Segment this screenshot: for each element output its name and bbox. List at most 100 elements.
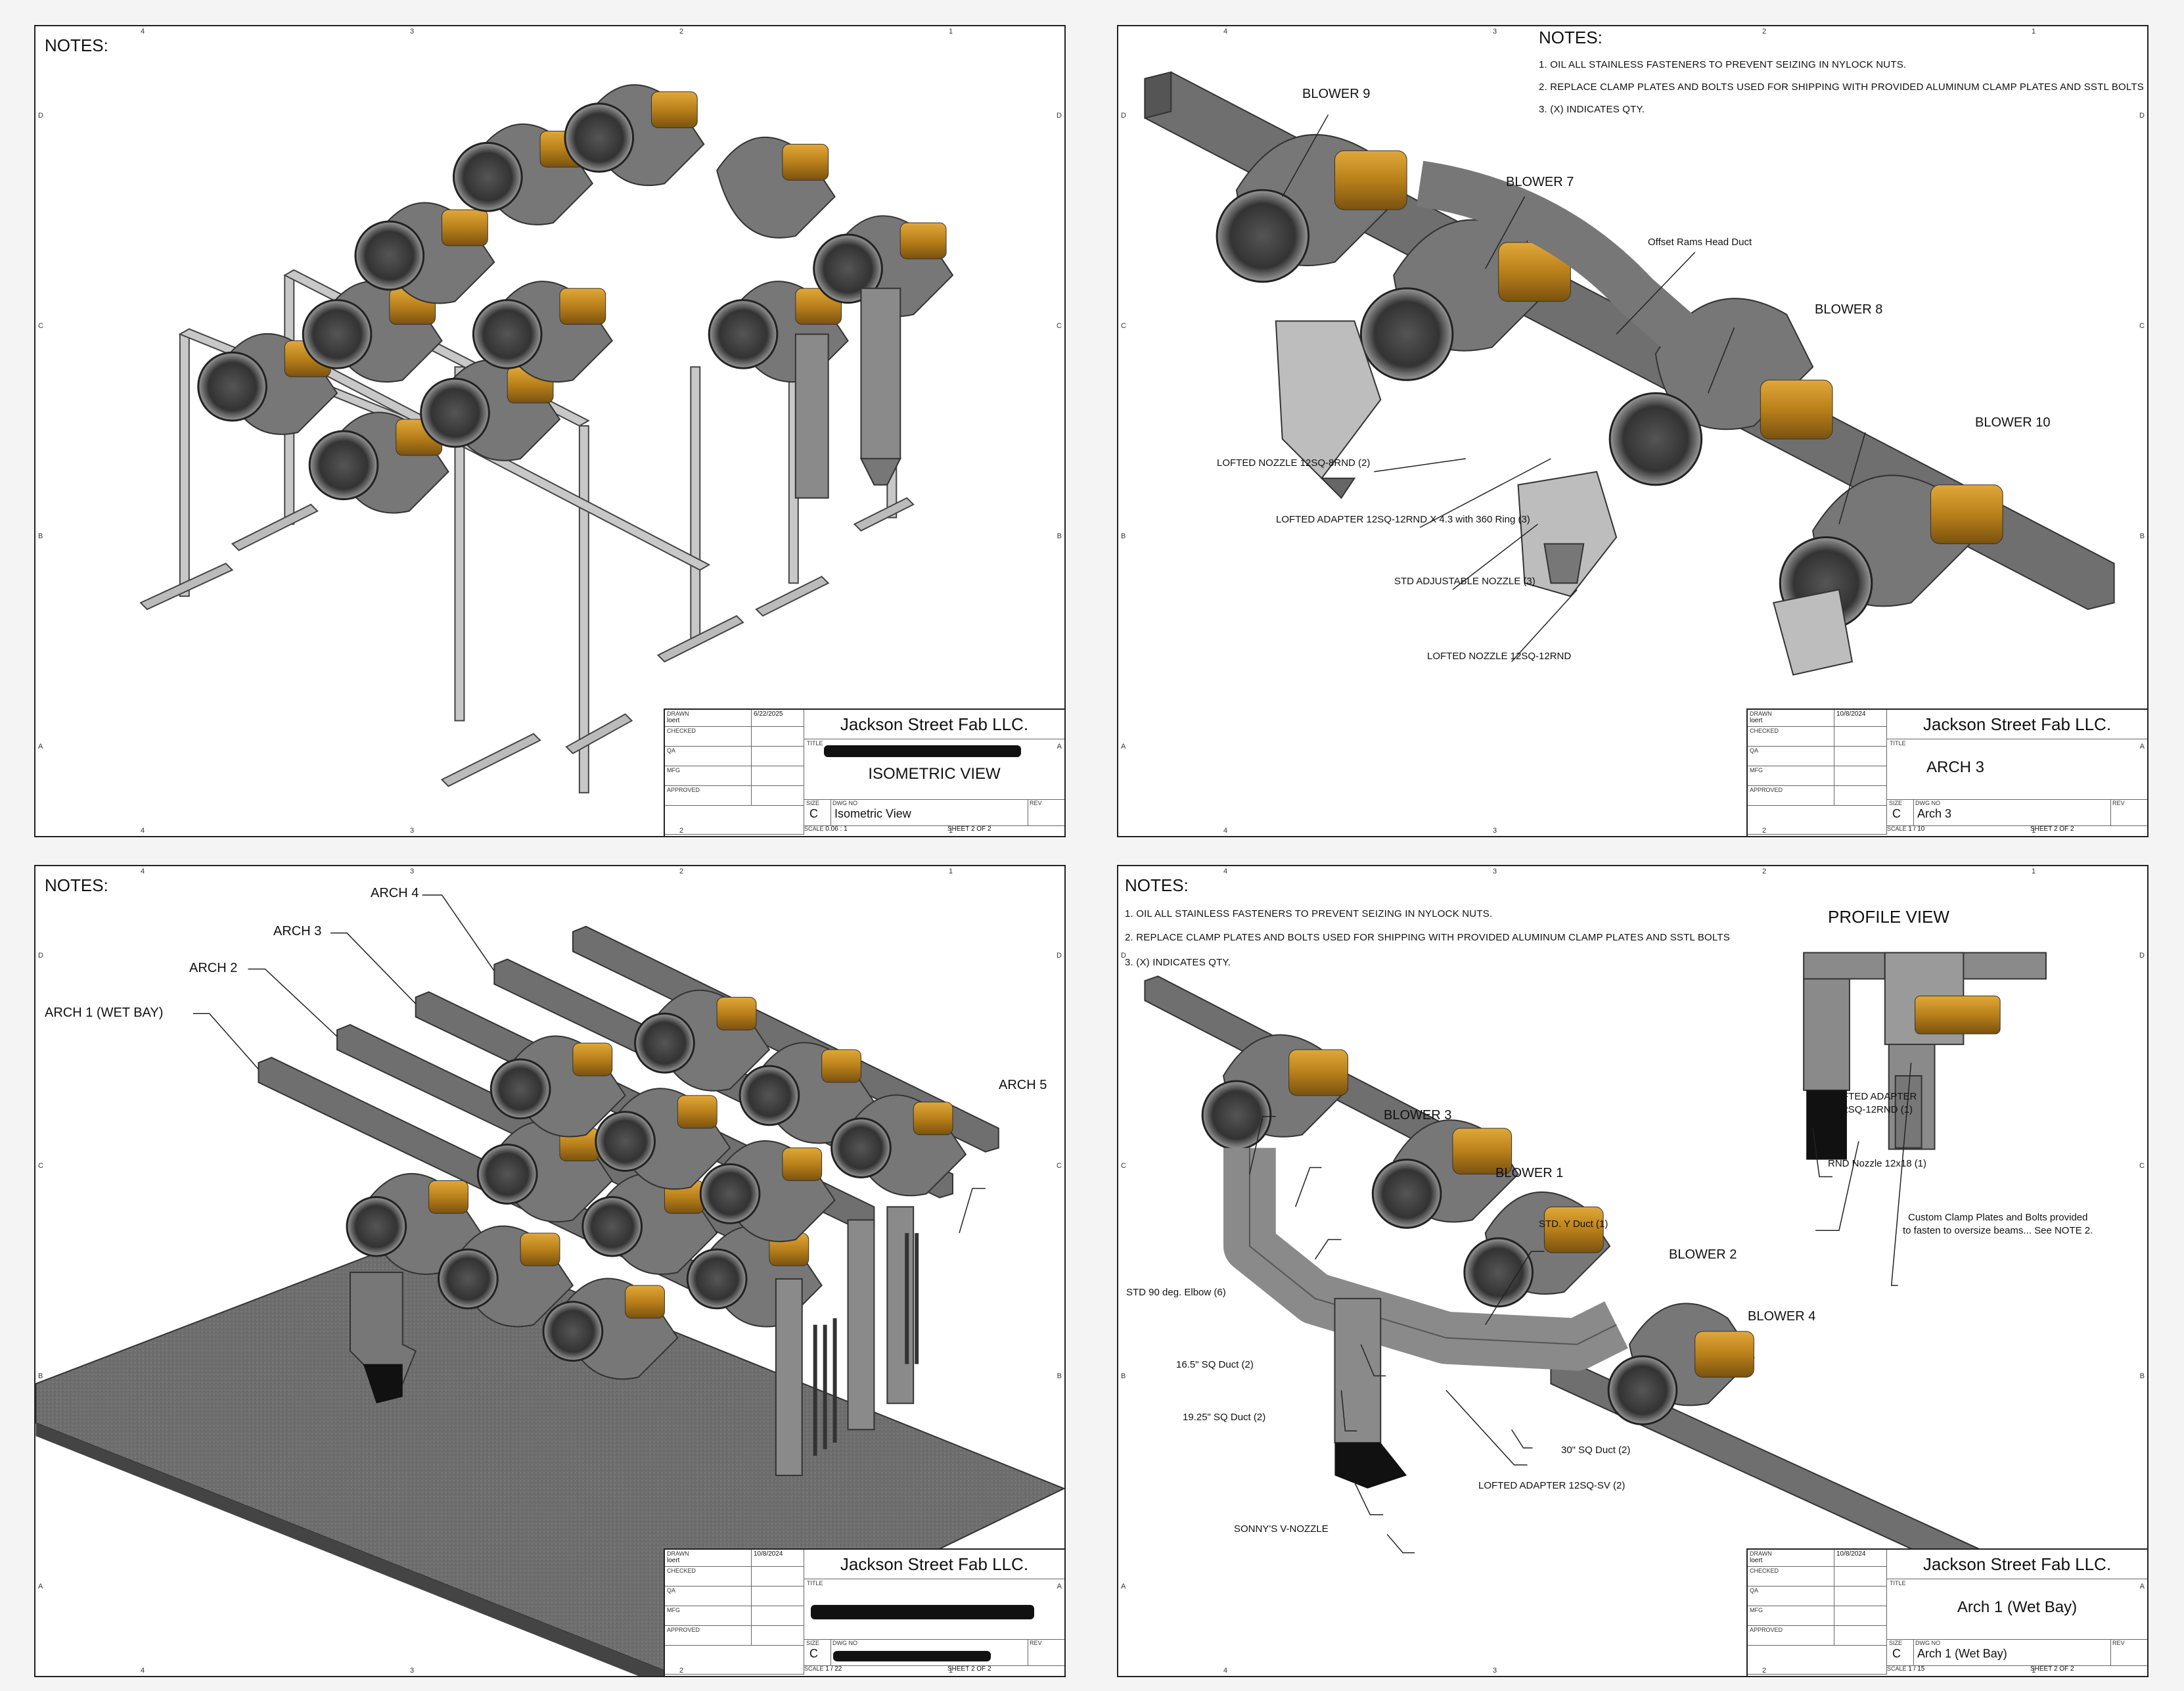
mfg-label: MFG [665, 766, 752, 786]
company-name: Jackson Street Fab LLC. [804, 710, 1064, 739]
zone-row-D: D [38, 112, 43, 120]
zone-row-A: A [1121, 1583, 1126, 1590]
sheet-size: C [809, 807, 818, 820]
zone-row-A: A [2139, 743, 2145, 751]
qa-label: QA [1748, 747, 1834, 766]
callout-lofted-adapter-sv: LOFTED ADAPTER 12SQ-SV (2) [1478, 1480, 1626, 1491]
zone-row-C: C [1121, 1162, 1126, 1170]
approved-label: APPROVED [665, 1626, 752, 1646]
callout-arch-2: ARCH 2 [189, 961, 238, 975]
company-name: Jackson Street Fab LLC. [1887, 710, 2147, 739]
drawing-title: ARCH 3 [1926, 758, 1985, 776]
zone-column-4: 4 [141, 868, 145, 875]
drawing-number: Arch 1 (Wet Bay) [1917, 1647, 2007, 1660]
profile-view [1803, 952, 2047, 1160]
zone-row-A: A [2139, 1583, 2145, 1590]
drawn-date: 10/8/2024 [752, 1550, 804, 1567]
callout-v-nozzle: SONNY'S V-NOZZLE [1234, 1523, 1329, 1535]
callout-lofted-adapter: LOFTED ADAPTER 12SQ-12RND X 4.3 with 360… [1276, 514, 1530, 525]
approved-label: APPROVED [1748, 786, 1834, 806]
zone-column-1: 1 [949, 827, 953, 835]
profile-view-title: PROFILE VIEW [1828, 907, 1949, 927]
callout-blower-2: BLOWER 2 [1669, 1247, 1737, 1262]
arch-3-assembly-drawing [1144, 71, 2115, 676]
drawing-sheet-arch-3: NOTES: 1. OIL ALL STAINLESS FASTENERS TO… [1117, 25, 2149, 837]
zone-row-C: C [2139, 1162, 2145, 1170]
drawing-number: Isometric View [834, 807, 911, 820]
zone-column-1: 1 [2032, 28, 2036, 35]
notes-title: NOTES: [1539, 28, 1603, 47]
zone-row-D: D [1121, 112, 1126, 120]
zone-row-D: D [2139, 952, 2145, 960]
callout-blower-9: BLOWER 9 [1302, 87, 1371, 101]
zone-column-4: 4 [141, 28, 145, 35]
callout-std-nozzle: STD ADJUSTABLE NOZZLE (3) [1394, 576, 1536, 587]
zone-column-2: 2 [679, 1667, 684, 1675]
zone-column-2: 2 [679, 868, 684, 875]
callout-blower-10: BLOWER 10 [1975, 415, 2051, 430]
callout-arch-5: ARCH 5 [999, 1078, 1047, 1092]
zone-column-2: 2 [1762, 1667, 1767, 1675]
drawing-scale: 1 / 15 [1908, 1665, 1925, 1673]
callout-blower-7: BLOWER 7 [1506, 175, 1574, 189]
zone-column-4: 4 [141, 1667, 145, 1675]
redacted-title [811, 1605, 1034, 1619]
drawing-scale: 1 / 10 [1908, 825, 1925, 833]
zone-row-D: D [1057, 952, 1062, 960]
checked-label: CHECKED [665, 1567, 752, 1587]
zone-column-3: 3 [410, 28, 415, 35]
redacted-title [824, 745, 1021, 757]
zone-column-2: 2 [1762, 827, 1767, 835]
zone-row-D: D [1057, 112, 1062, 120]
sheet-number: SHEET 2 OF 2 [947, 825, 991, 833]
zone-column-3: 3 [1493, 827, 1497, 835]
sheet-size: C [1892, 807, 1901, 820]
sheet-number: SHEET 2 OF 2 [2030, 1665, 2074, 1673]
zone-row-B: B [38, 1372, 43, 1380]
callout-sq-duct-19-25: 19.25" SQ Duct (2) [1183, 1412, 1266, 1423]
callout-sq-duct-16-5: 16.5" SQ Duct (2) [1176, 1359, 1254, 1370]
mfg-label: MFG [1748, 766, 1834, 786]
drawing-sheet-arch-1: NOTES: 1. OIL ALL STAINLESS FASTENERS TO… [1117, 865, 2149, 1677]
callout-lofted-nozzle-8rnd: LOFTED NOZZLE 12SQ-8RND (2) [1217, 457, 1371, 469]
checked-label: CHECKED [665, 727, 752, 747]
callout-blower-3: BLOWER 3 [1384, 1108, 1452, 1123]
zone-column-2: 2 [679, 28, 684, 35]
callout-arch-1: ARCH 1 (WET BAY) [45, 1006, 164, 1020]
drawn-date: 10/8/2024 [1834, 710, 1887, 727]
zone-column-2: 2 [679, 827, 684, 835]
drawing-title: Arch 1 (Wet Bay) [1957, 1598, 2078, 1616]
checked-label: CHECKED [1748, 1567, 1834, 1587]
drawing-scale: 0.06 : 1 [825, 825, 848, 833]
zone-row-A: A [38, 1583, 43, 1590]
zone-column-4: 4 [1223, 868, 1228, 875]
zone-column-1: 1 [2032, 868, 2036, 875]
zone-row-A: A [1057, 743, 1062, 751]
approved-label: APPROVED [665, 786, 752, 806]
zone-column-1: 1 [949, 868, 953, 875]
zone-column-3: 3 [1493, 28, 1497, 35]
overall-assembly-drawing [35, 894, 1064, 1676]
zone-row-D: D [1121, 952, 1126, 960]
zone-row-C: C [1121, 322, 1126, 330]
drawing-title: ISOMETRIC VIEW [868, 765, 1001, 783]
zone-column-4: 4 [1223, 1667, 1228, 1675]
notes-title: NOTES: [1125, 875, 1189, 895]
callout-lofted-nozzle-12rnd: LOFTED NOZZLE 12SQ-12RND [1427, 651, 1572, 662]
zone-row-B: B [2139, 1372, 2145, 1380]
zone-row-A: A [1121, 743, 1126, 751]
zone-row-B: B [2139, 532, 2145, 540]
note-1: 1. OIL ALL STAINLESS FASTENERS TO PREVEN… [1539, 59, 1907, 70]
callout-arch-3: ARCH 3 [273, 924, 322, 938]
zone-row-D: D [38, 952, 43, 960]
notes-title: NOTES: [45, 35, 108, 55]
callout-elbow: STD 90 deg. Elbow (6) [1126, 1287, 1226, 1298]
zone-column-3: 3 [410, 827, 415, 835]
callout-lofted-adapter-rnd-1: LOFTED ADAPTER [1829, 1091, 1917, 1102]
callout-clamp-plates-2: to fasten to oversize beams... See NOTE … [1903, 1225, 2093, 1236]
callout-blower-1: BLOWER 1 [1495, 1166, 1564, 1180]
drawing-scale: 1 / 22 [825, 1665, 842, 1673]
zone-row-B: B [1121, 532, 1126, 540]
